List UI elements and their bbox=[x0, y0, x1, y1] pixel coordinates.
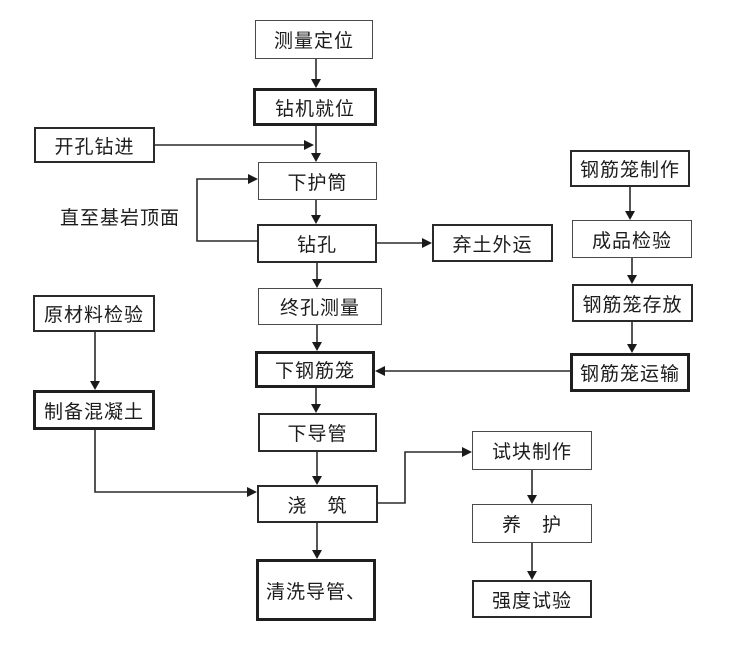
edge-concrete-to-pour bbox=[94, 430, 257, 497]
edge-lower-cage-to-tremie bbox=[311, 388, 321, 413]
node-pouring: 浇 筑 bbox=[257, 485, 378, 523]
annotation-until-bedrock-top: 直至基岩顶面 bbox=[60, 207, 181, 229]
node-cage-fabrication: 钢筋笼制作 bbox=[570, 150, 690, 187]
edge-pour-to-clean bbox=[312, 523, 322, 559]
node-rig-in-place: 钻机就位 bbox=[253, 88, 377, 126]
node-cage-storage: 钢筋笼存放 bbox=[572, 284, 693, 322]
node-strength-test: 强度试验 bbox=[472, 580, 592, 618]
edge-store-to-transport bbox=[627, 322, 637, 353]
edge-drilling-to-spoil bbox=[377, 238, 432, 248]
node-clean-tremie: 清洗导管、 bbox=[256, 559, 376, 621]
edge-test-block-to-curing bbox=[527, 470, 537, 504]
edge-raw-material-to-concrete bbox=[90, 332, 100, 390]
node-survey-positioning: 测量定位 bbox=[255, 20, 373, 59]
edge-casing-to-drilling bbox=[311, 200, 321, 224]
node-open-hole-drilling: 开孔钻进 bbox=[34, 127, 155, 163]
node-cage-transport: 钢筋笼运输 bbox=[570, 353, 690, 392]
edge-open-drill-join bbox=[155, 140, 314, 150]
edge-rig-to-casing bbox=[311, 126, 321, 162]
node-lower-casing: 下护筒 bbox=[258, 162, 377, 200]
edge-final-survey-to-lower-cage bbox=[312, 325, 322, 351]
edge-drilling-loop-casing bbox=[196, 174, 258, 242]
node-product-inspection: 成品检验 bbox=[572, 220, 692, 258]
node-curing: 养 护 bbox=[472, 504, 592, 543]
node-test-block-making: 试块制作 bbox=[472, 431, 592, 470]
node-final-hole-survey: 终孔测量 bbox=[258, 288, 382, 325]
edge-pour-to-test-block bbox=[378, 447, 472, 504]
node-spoil-removal: 弃土外运 bbox=[432, 224, 553, 262]
node-lower-rebar-cage: 下钢筋笼 bbox=[255, 351, 375, 388]
edge-survey-to-rig bbox=[311, 59, 321, 88]
edge-drilling-to-final-survey bbox=[312, 263, 322, 288]
edge-tremie-to-pour bbox=[312, 452, 322, 485]
edge-inspect-to-store bbox=[627, 258, 637, 284]
node-prepare-concrete: 制备混凝土 bbox=[33, 390, 155, 430]
edge-curing-to-strength bbox=[527, 543, 537, 580]
edge-cage-make-to-inspect bbox=[625, 187, 635, 220]
node-lower-tremie: 下导管 bbox=[258, 413, 377, 452]
edge-transport-to-lower-cage bbox=[375, 366, 570, 376]
node-drilling: 钻孔 bbox=[257, 224, 377, 263]
node-raw-material-inspection: 原材料检验 bbox=[33, 295, 155, 332]
